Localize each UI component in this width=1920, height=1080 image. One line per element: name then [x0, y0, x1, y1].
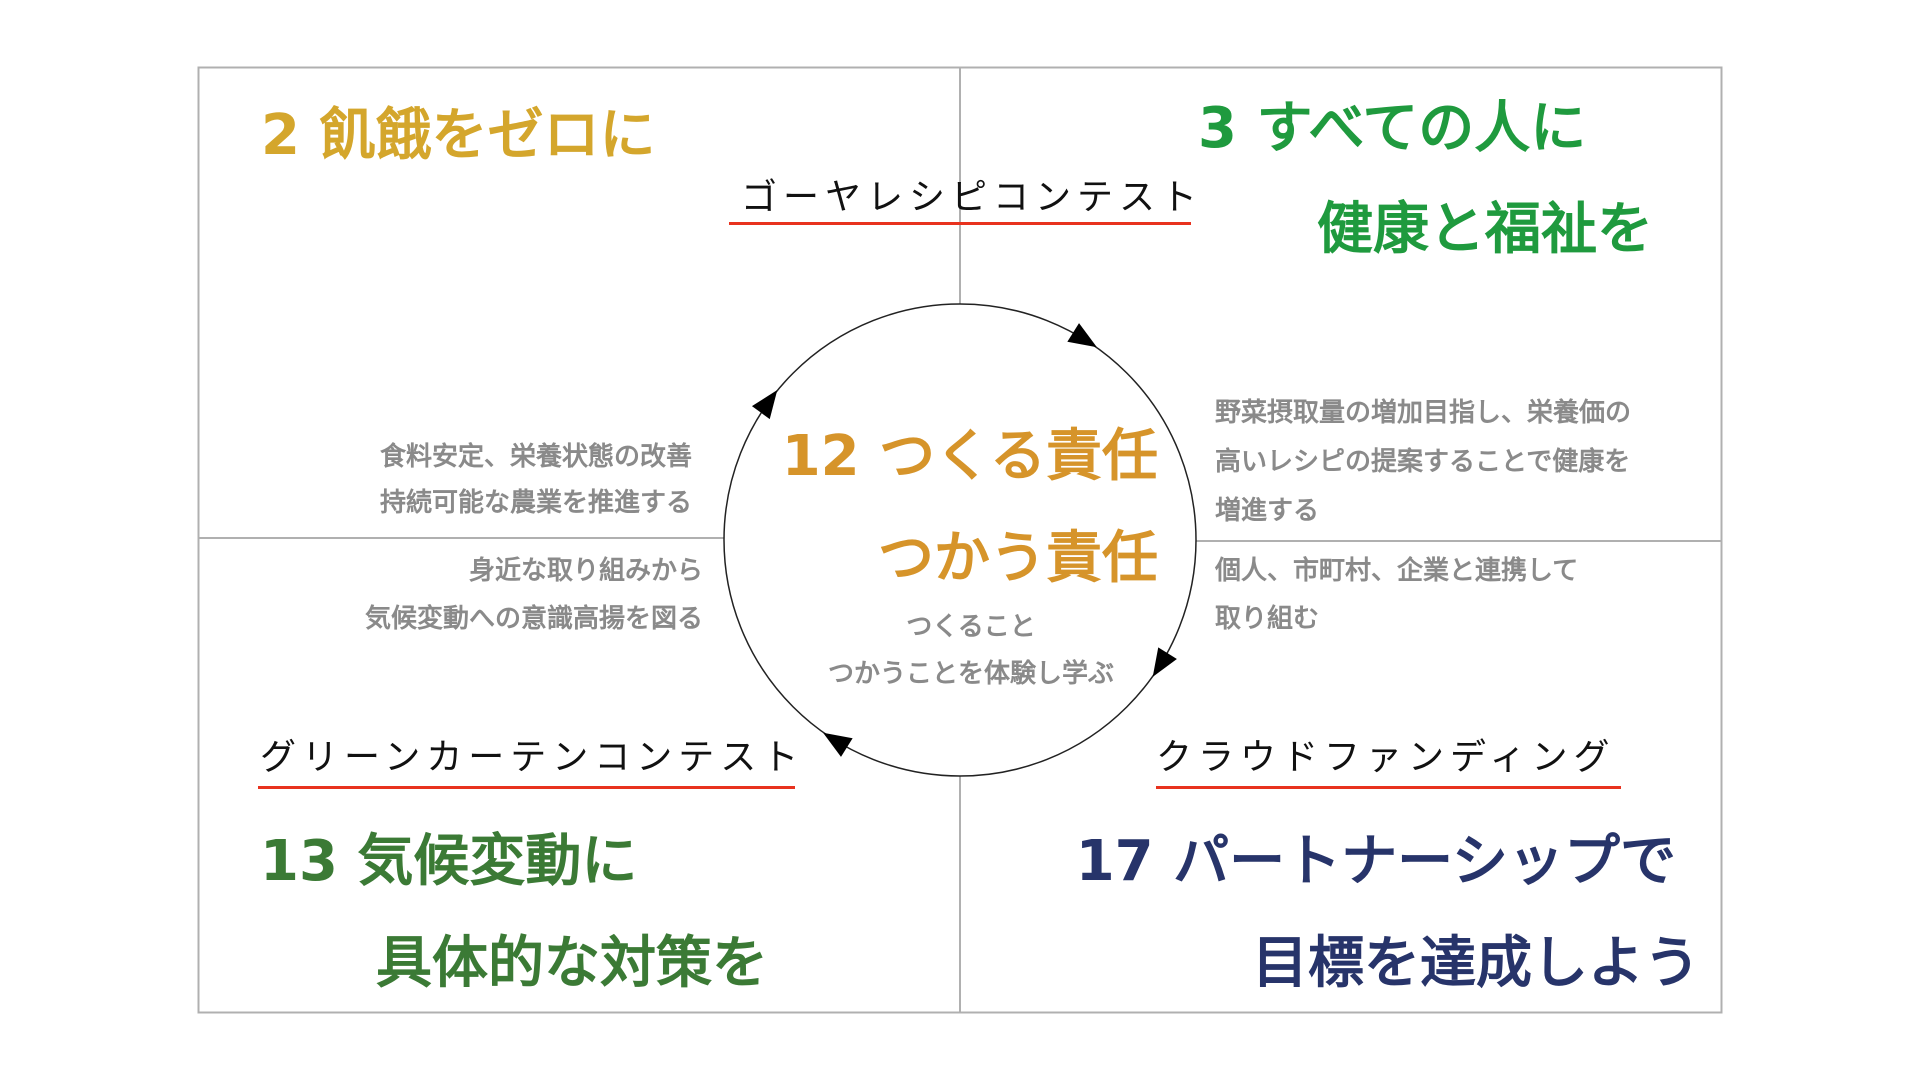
goal-12-title-line-1: 12 つくる責任 [781, 424, 1158, 489]
goal-3-title-line-2: 健康と福祉を [1317, 197, 1653, 262]
goal-13-title-line-2: 具体的な対策を [376, 931, 768, 996]
project-crowdfunding: クラウドファンディング [1156, 737, 1616, 778]
goal-3-title-line-1: 3 すべての人に [1198, 96, 1587, 161]
goal-3-desc-line-2: 高いレシピの提案することで健康を [1215, 447, 1631, 477]
cycle-arrowhead-icon [1067, 323, 1097, 348]
center-desc-line-1: つくること [906, 612, 1036, 642]
cycle-arrowhead-icon [1152, 647, 1177, 677]
goal-2-desc-line-2: 持続可能な農業を推進する [379, 488, 692, 518]
cycle-arrowhead-icon [751, 389, 778, 420]
project-goya-recipe-contest: ゴーヤレシピコンテスト [741, 177, 1204, 218]
project-underline [258, 786, 795, 789]
center-desc-line-2: つかうことを体験し学ぶ [827, 659, 1115, 689]
goal-17-desc-line-2: 取り組む [1215, 604, 1320, 634]
goal-13-desc-line-2: 気候変動への意識高揚を図る [364, 604, 703, 634]
project-underline [729, 222, 1191, 225]
cycle-circle [723, 303, 1197, 777]
goal-3-desc-line-3: 増進する [1215, 496, 1320, 526]
goal-17-title-line-2: 目標を達成しよう [1252, 931, 1700, 996]
goal-17-title-line-1: 17 パートナーシップで [1075, 829, 1676, 894]
goal-13-desc-line-1: 身近な取り組みから [468, 556, 703, 586]
goal-12-title-line-2: つかう責任 [878, 526, 1158, 591]
goal-17-desc-line-1: 個人、市町村、企業と連携して [1215, 556, 1579, 586]
goal-13-title-line-1: 13 気候変動に [260, 829, 638, 894]
project-underline [1156, 786, 1621, 789]
goal-3-desc-line-1: 野菜摂取量の増加目指し、栄養価の [1215, 398, 1632, 428]
cycle-arrowhead-icon [823, 732, 853, 757]
goal-2-desc-line-1: 食料安定、栄養状態の改善 [379, 442, 692, 472]
project-green-curtain-contest: グリーンカーテンコンテスト [260, 737, 805, 778]
goal-2-title: 2 飢餓をゼロに [261, 103, 656, 168]
